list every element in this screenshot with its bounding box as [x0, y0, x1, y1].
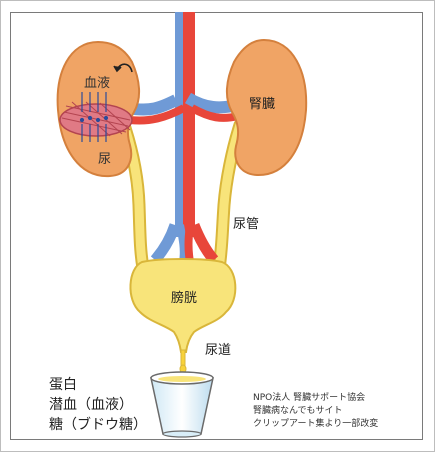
cup-base — [163, 431, 201, 437]
cup-urine-surface — [158, 376, 206, 382]
credit-text: NPO法人 腎臓サポート協会 腎臓病なんでもサイト クリップアート集より一部改変 — [253, 392, 378, 431]
vessel-bifurcation-vein-2 — [180, 225, 184, 262]
aorta — [183, 12, 195, 237]
credit-line-1: NPO法人 腎臓サポート協会 — [253, 392, 378, 405]
urethra-stream — [181, 350, 185, 366]
label-urine-in-kidney: 尿 — [98, 148, 111, 167]
vessel-bifurcation-artery-2 — [189, 225, 191, 262]
credit-line-3: クリップアート集より一部改変 — [253, 418, 378, 431]
vessel-bifurcation-vein — [155, 225, 175, 260]
urine-test-results: 蛋白 潜血（血液） 糖（ブドウ糖） — [49, 375, 147, 435]
label-ureter: 尿管 — [233, 213, 259, 232]
label-urethra: 尿道 — [205, 339, 231, 358]
result-glucose: 糖（ブドウ糖） — [49, 415, 147, 435]
label-blood: 血液 — [84, 72, 110, 91]
result-protein: 蛋白 — [49, 375, 147, 395]
vessel-bifurcation-artery — [194, 225, 214, 260]
label-bladder: 膀胱 — [171, 287, 197, 306]
credit-line-2: 腎臓病なんでもサイト — [253, 405, 378, 418]
urine-cup — [151, 378, 213, 434]
result-occult-blood: 潜血（血液） — [49, 395, 147, 415]
label-kidney: 腎臓 — [249, 93, 275, 112]
